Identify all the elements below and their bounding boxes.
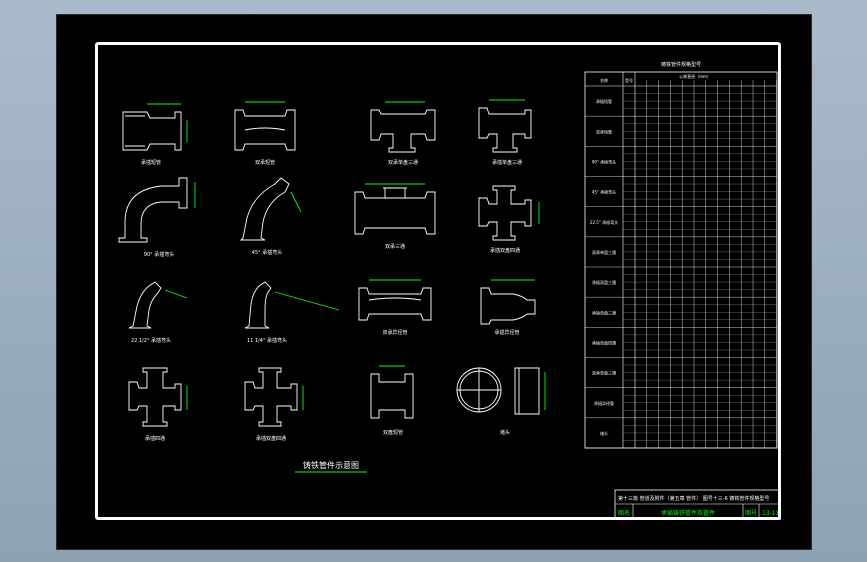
spec-row-label: 双承单盘三通 [592,249,616,255]
spec-header-name: 名称 [600,77,608,83]
double-socket-tee-figure [354,183,436,235]
figure-caption-f13: 承插四通 [145,435,165,442]
socket-reducer-figure [480,279,536,325]
figure-caption-f10: 11 1/4° 承插弯头 [247,337,287,344]
socket-flange-tee-figure [478,99,532,153]
figure-caption-f5: 90° 承插弯头 [144,251,174,258]
title-block-name-value: 承插铸铁管件及管件 [661,509,715,517]
spec-row-label: 堵头 [600,430,608,436]
socket-double-flange-cross-figure [478,185,540,241]
spec-row-label: 90° 承插弯头 [592,158,616,164]
spec-row-label: 双承短管 [596,128,612,134]
figure-caption-f1: 承插短管 [141,159,161,166]
elbow-22-5-figure [128,281,188,329]
spec-row-label: 承插短管 [596,98,612,104]
drawing-border [95,42,781,520]
figure-caption-f6: 45° 承插弯头 [252,249,282,256]
spec-header-group: 公称直径（mm） [679,73,711,79]
spec-table-title: 铸铁管件规格型号 [661,61,701,68]
drawing-title: 铸铁管件示意图 [303,460,359,470]
figure-caption-f16: 堵头 [500,429,510,436]
figure-caption-f4: 承插单盘三通 [492,159,522,166]
spec-row-label: 22.5° 承插弯头 [590,219,618,225]
double-socket-flange-tee-figure [370,101,436,153]
socket-short-pipe-figure [122,103,188,151]
figure-caption-f15: 双盘短管 [383,429,403,436]
spec-row-label: 承插异径管 [594,400,614,406]
double-flange-short-pipe-figure [370,365,414,419]
title-block-name-label: 图名 [618,509,630,517]
spec-row-label: 45° 承插弯头 [592,189,616,195]
figure-caption-f8: 承插双盘四通 [490,247,520,254]
figure-caption-f2: 双承短管 [255,159,275,166]
socket-cross-figure [128,367,188,427]
end-plug-figure [456,367,546,415]
elbow-45-figure [239,177,302,241]
figure-caption-f12: 承插异径管 [494,329,519,336]
spec-row-label: 承插单盘三通 [592,309,616,315]
elbow-90-figure [118,177,196,243]
spec-row-label: 承插单盘四通 [592,339,616,345]
elbow-11-25-figure [244,281,340,329]
figure-caption-f9: 22 1/2° 承插弯头 [131,337,171,344]
title-block: 第十三篇 管道及附件（第五章 管件） 图号十三-6 铸铁管件规格型号 图名 承插… [614,489,781,520]
figure-caption-f7: 双承三通 [385,243,405,250]
title-block-number-value: 13-11 [762,510,780,517]
title-block-number-label: 图号 [745,510,757,517]
spec-row-label: 承插双盘三通 [592,279,616,285]
double-socket-reducer-figure [358,279,432,321]
figure-caption-f11: 双承异径管 [382,329,407,336]
spec-header-type: 型号 [625,77,633,83]
socket-double-flange-cross-figure-2 [244,367,304,427]
spec-row-label: 双承单盘三通 [592,370,616,376]
figure-caption-f3: 双承单盘三通 [388,159,418,166]
double-socket-short-pipe-figure [234,101,296,151]
title-block-series: 第十三篇 管道及附件（第五章 管件） 图号十三-6 铸铁管件规格型号 [618,495,769,502]
figure-caption-f14: 承插双盘四通 [256,435,286,442]
